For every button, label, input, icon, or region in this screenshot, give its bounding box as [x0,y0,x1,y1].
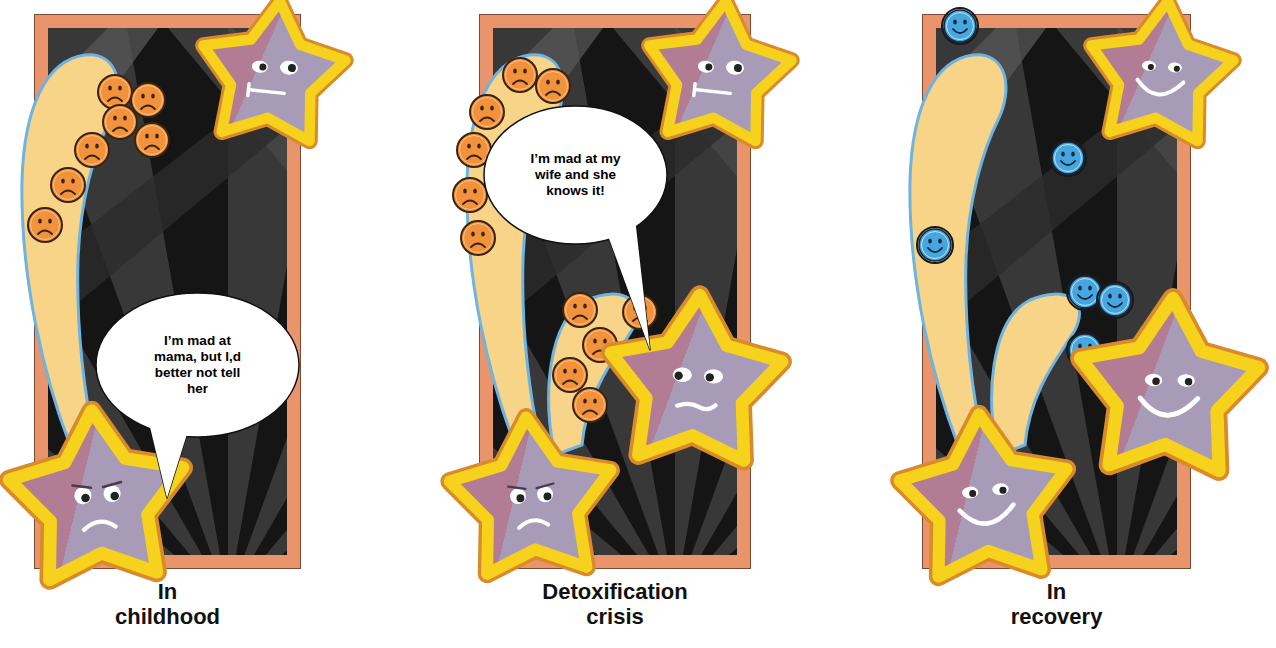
panel-background [493,28,737,555]
framed-panel: Detoxification crisisI’m mad at my wife … [480,15,750,568]
ray-fan [936,28,1177,555]
speech-bubble: I’m mad at mama, but I,d better not tell… [95,292,300,438]
bubble-tail [607,218,650,350]
panel-background [936,28,1177,555]
panel-caption: In recovery [1001,579,1113,630]
bubble-tail [150,427,187,498]
bubble-ellipse [484,106,667,244]
ray-fan [48,28,287,555]
speech-bubble: I’m mad at my wife and she knows it! [483,105,668,245]
framed-panel: In recovery [923,15,1190,568]
panel-caption: Detoxification crisis [528,579,703,630]
bubble-joint [607,218,650,350]
speech-text: I’m mad at my wife and she knows it! [520,151,632,200]
speech-text: I’m mad at mama, but I,d better not tell… [148,333,248,398]
bubble-ellipse [96,293,299,437]
ray-fan [493,28,737,555]
bubble-joint [150,427,187,498]
panel-background [48,28,287,555]
framed-panel: In childhoodI’m mad at mama, but I,d bet… [35,15,300,568]
panel-caption: In childhood [112,579,224,630]
